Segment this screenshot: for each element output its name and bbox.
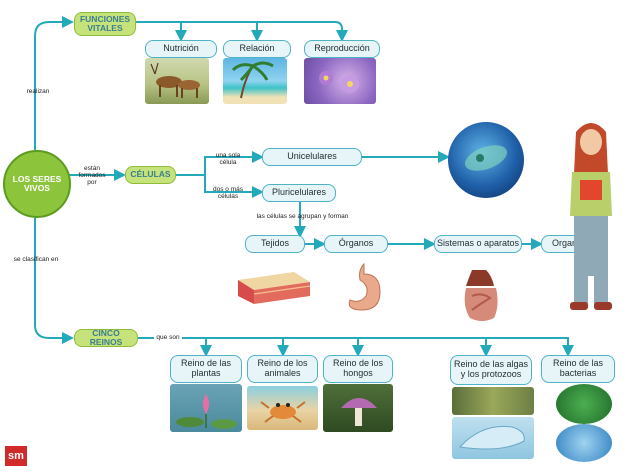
line-unicelular — [176, 151, 264, 176]
connector-agrupan: las células se agrupan y forman — [256, 213, 349, 220]
line-reinos-main — [138, 337, 574, 357]
algae-photo — [452, 387, 534, 415]
level-organos: Órganos — [324, 235, 388, 253]
kingdom-algas-protozoos: Reino de las algas y los protozoos — [450, 355, 532, 385]
connector-formados: están formados por — [78, 165, 106, 187]
kingdom-bacterias: Reino de las bacterias — [541, 355, 615, 383]
cell-microscope-image — [448, 122, 524, 198]
digestive-system-illustration — [458, 266, 504, 326]
beach-photo — [223, 58, 287, 104]
line-pluricelular — [204, 175, 264, 198]
bacteria-green-photo — [556, 384, 612, 424]
protozoa-photo — [452, 417, 534, 459]
line-to-reinos — [34, 214, 74, 344]
category-cinco-reinos: CINCO REINOS — [74, 328, 138, 347]
crab-photo — [247, 386, 318, 430]
lotus-photo — [170, 384, 242, 432]
category-celulas: CÉLULAS — [125, 166, 176, 184]
level-sistemas: Sistemas o aparatos — [434, 235, 522, 253]
girl-illustration — [562, 114, 620, 314]
kingdom-animales: Reino de los animales — [247, 355, 318, 383]
kingdom-plantas: Reino de las plantas — [170, 355, 242, 383]
stomach-illustration — [340, 262, 388, 314]
connector-dos-celulas: dos o más células — [213, 186, 243, 201]
line-top-main — [136, 21, 348, 42]
category-funciones-vitales: FUNCIONES VITALES — [74, 12, 136, 36]
publisher-logo: sm — [5, 446, 27, 466]
level-tejidos: Tejidos — [245, 235, 305, 253]
connector-una-celula: una sola célula — [215, 152, 241, 167]
kingdom-hongos: Reino de los hongos — [323, 355, 393, 383]
box-pluricelulares: Pluricelulares — [262, 184, 336, 202]
box-unicelulares: Unicelulares — [262, 148, 362, 166]
deer-photo — [145, 58, 209, 104]
flower-photo — [304, 58, 376, 104]
connector-que-son: que son — [154, 334, 182, 342]
mushroom-photo — [323, 384, 393, 432]
function-nutricion: Nutrición — [145, 40, 217, 58]
function-reproduccion: Reproducción — [304, 40, 380, 58]
connector-realizan: realizan — [26, 88, 50, 95]
function-relacion: Relación — [223, 40, 291, 58]
tissue-illustration — [234, 268, 314, 308]
bacteria-blue-photo — [556, 424, 612, 462]
line-to-funciones — [34, 16, 74, 150]
connector-clasifican: se clasifican en — [13, 256, 59, 263]
center-node: LOS SERES VIVOS — [3, 150, 71, 218]
